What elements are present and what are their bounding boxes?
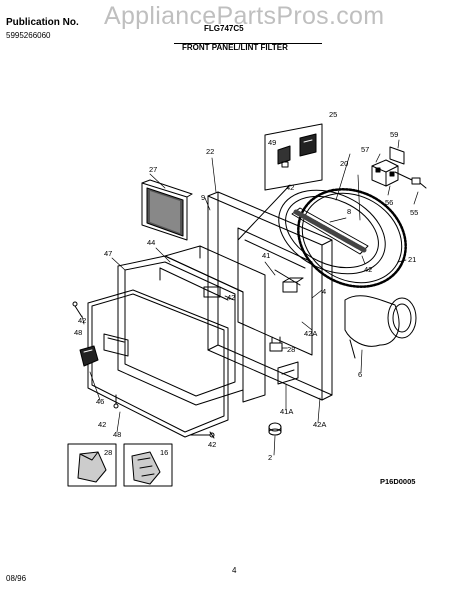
- part-label: 41: [262, 251, 270, 260]
- part-label: 41A: [280, 407, 293, 416]
- leader-lines: [81, 139, 419, 456]
- publication-label: Publication No.: [6, 17, 79, 28]
- screws: [72, 301, 215, 439]
- part-label: 57: [361, 145, 369, 154]
- model-number: FLG747C5: [204, 24, 244, 33]
- part-label: 42: [98, 420, 106, 429]
- part-label: 4: [322, 287, 326, 296]
- diagram-code: P16D0005: [380, 477, 415, 486]
- inset-detail-box: [237, 123, 323, 241]
- part-label: 56: [385, 198, 393, 207]
- leveling-foot: [268, 422, 282, 436]
- part-label: 59: [390, 130, 398, 139]
- part-label: 16: [160, 448, 168, 457]
- part-label: 42: [286, 183, 294, 192]
- front-door: [87, 289, 229, 438]
- part-label: 28: [287, 345, 295, 354]
- part-label: 20: [340, 159, 348, 168]
- thermostat-parts: [371, 146, 427, 189]
- section-title: FRONT PANEL/LINT FILTER: [182, 43, 288, 52]
- part-label: 55: [410, 208, 418, 217]
- part-label: 44: [147, 238, 155, 247]
- revision-date: 08/96: [6, 574, 27, 583]
- part-label: 9: [201, 193, 205, 202]
- part-label: 6: [358, 370, 362, 379]
- lint-filter-housing: [291, 207, 369, 255]
- part-label: 48: [113, 430, 121, 439]
- part-label: 22: [206, 147, 214, 156]
- part-label: 42A: [304, 329, 317, 338]
- part-label: 46: [96, 397, 104, 406]
- bottom-inset-parts: [67, 443, 173, 487]
- bracket-28: [269, 336, 283, 352]
- header-rule: [174, 43, 322, 44]
- switch-41a: [277, 361, 299, 385]
- part-label: 27: [149, 165, 157, 174]
- part-label: 47: [104, 249, 112, 258]
- part-label: 49: [268, 138, 276, 147]
- cabinet-frame: [207, 191, 333, 401]
- part-label: 42: [208, 440, 216, 449]
- exhaust-duct: [344, 295, 417, 359]
- part-label: 28: [104, 448, 112, 457]
- part-label: 42: [364, 265, 372, 274]
- part-label: 21: [408, 255, 416, 264]
- part-label: 42A: [313, 420, 326, 429]
- lint-filter: [141, 179, 193, 241]
- part-label: 48: [74, 328, 82, 337]
- panel-bracket: [164, 245, 266, 403]
- door-switch: [274, 269, 304, 293]
- seal-ring: [297, 188, 407, 288]
- part-label: 8: [347, 207, 351, 216]
- part-label: 42: [227, 293, 235, 302]
- page-number: 4: [232, 566, 237, 575]
- part-labels: 25 49 22 59 57 27 20 42 8 9 56 55 44 47 …: [74, 110, 418, 486]
- part-label: 25: [329, 110, 337, 119]
- part-label: 2: [268, 453, 272, 462]
- watermark: AppliancePartsPros.com: [104, 2, 385, 30]
- door-latch: [79, 345, 99, 367]
- part-label: 42: [78, 316, 86, 325]
- publication-number: 5995266060: [6, 31, 51, 40]
